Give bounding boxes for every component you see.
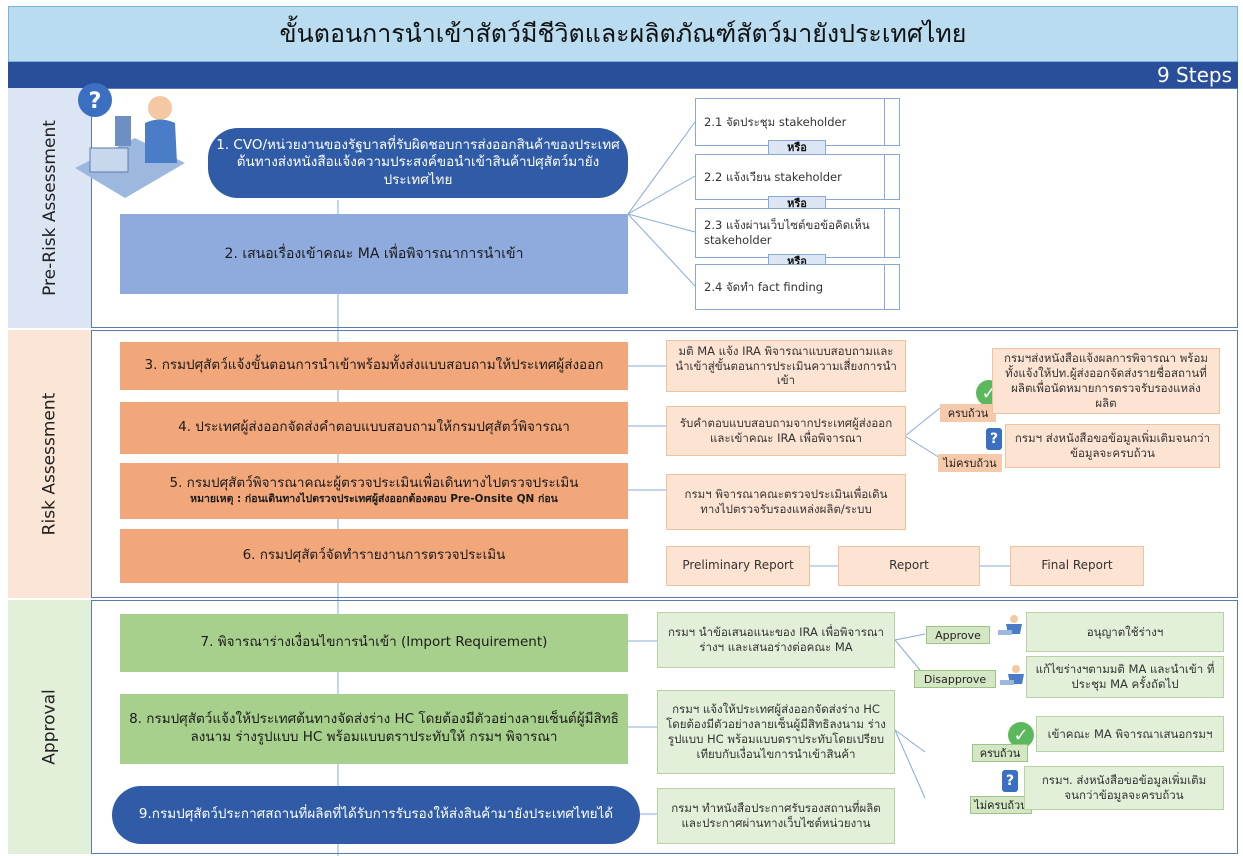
final-report-box: Final Report [1010, 546, 1144, 586]
approve-result: อนุญาตใช้ร่างฯ [1026, 612, 1224, 652]
approval-detail-7: กรมฯ นำข้อเสนอแนะของ IRA เพื่อพิจารณาร่า… [657, 612, 895, 668]
disapprove-result: แก้ไขร่างฯตามมติ MA และนำเข้า ที่ประชุม … [1026, 656, 1224, 698]
substep-2-2: 2.2 แจ้งเวียน stakeholder [695, 154, 900, 200]
risk-incomplete-result: กรมฯ ส่งหนังสือขอข้อมูลเพิ่มเติมจนกว่าข้… [1005, 424, 1220, 468]
step2-box: 2. เสนอเรื่องเข้าคณะ MA เพื่อพิจารณาการน… [120, 214, 628, 294]
approval-complete-tag: ครบถ้วน [972, 744, 1028, 762]
step8-box: 8. กรมปศุสัตว์แจ้งให้ประเทศต้นทางจัดส่งร… [120, 694, 628, 764]
step9-pill: 9.กรมปศุสัตว์ประกาศสถานที่ผลิตที่ได้รับก… [112, 786, 640, 844]
phase-label-approval: Approval [8, 600, 92, 854]
substep-2-1: 2.1 จัดประชุม stakeholder [695, 98, 900, 146]
approval-complete-result: เข้าคณะ MA พิจารณาเสนอกรมฯ [1036, 716, 1224, 752]
question-document-icon: ? [1002, 770, 1018, 792]
risk-complete-tag: ครบถ้วน [940, 404, 996, 422]
substep-2-4: 2.4 จัดทำ fact finding [695, 264, 900, 310]
phase-label-risk: Risk Assessment [8, 330, 92, 598]
step6-box: 6. กรมปศุสัตว์จัดทำรายงานการตรวจประเมิน [120, 529, 628, 583]
step5-note: หมายเหตุ : ก่อนเดินทางไปตรวจประเทศผู้ส่ง… [190, 492, 558, 505]
risk-detail-5: กรมฯ พิจารณาคณะตรวจประเมินเพื่อเดินทางไป… [666, 474, 906, 530]
approve-tag: Approve [926, 626, 990, 644]
step3-box: 3. กรมปศุสัตว์แจ้งขั้นตอนการนำเข้าพร้อมท… [120, 342, 628, 390]
risk-complete-result: กรมฯส่งหนังสือแจ้งผลการพิจารณา พร้อมทั้ง… [992, 348, 1220, 414]
svg-text:?: ? [89, 89, 102, 114]
report-box: Report [838, 546, 980, 586]
risk-detail-4: รับคำตอบแบบสอบถามจากประเทศผู้ส่งออกและเข… [666, 406, 906, 456]
step5-text: 5. กรมปศุสัตว์พิจารณาคณะผู้ตรวจประเมินเพ… [169, 475, 579, 492]
approval-incomplete-result: กรมฯ. ส่งหนังสือขอข้อมูลเพิ่มเติมจนกว่าข… [1024, 766, 1224, 810]
approval-incomplete-tag: ไม่ครบถ้วน [970, 796, 1032, 814]
steps-count-banner: 9 Steps [8, 62, 1238, 88]
officer-at-desk-illustration: ? [75, 83, 185, 198]
disapprove-tag: Disapprove [914, 670, 996, 688]
person-approve-icon [998, 615, 1022, 635]
check-icon: ✓ [1008, 722, 1034, 748]
step7-box: 7. พิจารณาร่างเงื่อนไขการนำเข้า (Import … [120, 614, 628, 672]
risk-detail-3: มติ MA แจ้ง IRA พิจารณาแบบสอบถามและนำเข้… [666, 340, 906, 392]
phase-risk-label: Risk Assessment [39, 392, 60, 536]
page-title: ขั้นตอนการนำเข้าสัตว์มีชีวิตและผลิตภัณฑ์… [8, 6, 1238, 62]
preliminary-report-box: Preliminary Report [666, 546, 810, 586]
phase-pre-risk-label: Pre-Risk Assessment [39, 120, 60, 296]
step1-pill: 1. CVO/หน่วยงานของรัฐบาลที่รับผิดชอบการส… [208, 128, 628, 198]
question-document-icon: ? [986, 428, 1002, 450]
phase-approval-label: Approval [39, 689, 60, 765]
risk-incomplete-tag: ไม่ครบถ้วน [938, 454, 1002, 472]
step5-box: 5. กรมปศุสัตว์พิจารณาคณะผู้ตรวจประเมินเพ… [120, 463, 628, 519]
substep-2-3: 2.3 แจ้งผ่านเว็บไซต์ขอข้อคิดเห็น stakeho… [695, 208, 900, 258]
person-disapprove-icon [1000, 665, 1024, 685]
approval-detail-9: กรมฯ ทำหนังสือประกาศรับรองสถานที่ผลิตและ… [657, 788, 895, 844]
phase-label-pre-risk: Pre-Risk Assessment [8, 88, 92, 328]
approval-detail-8: กรมฯ แจ้งให้ประเทศผู้ส่งออกจัดส่งร่าง HC… [657, 690, 895, 774]
step4-box: 4. ประเทศผู้ส่งออกจัดส่งคำตอบแบบสอบถามให… [120, 402, 628, 454]
